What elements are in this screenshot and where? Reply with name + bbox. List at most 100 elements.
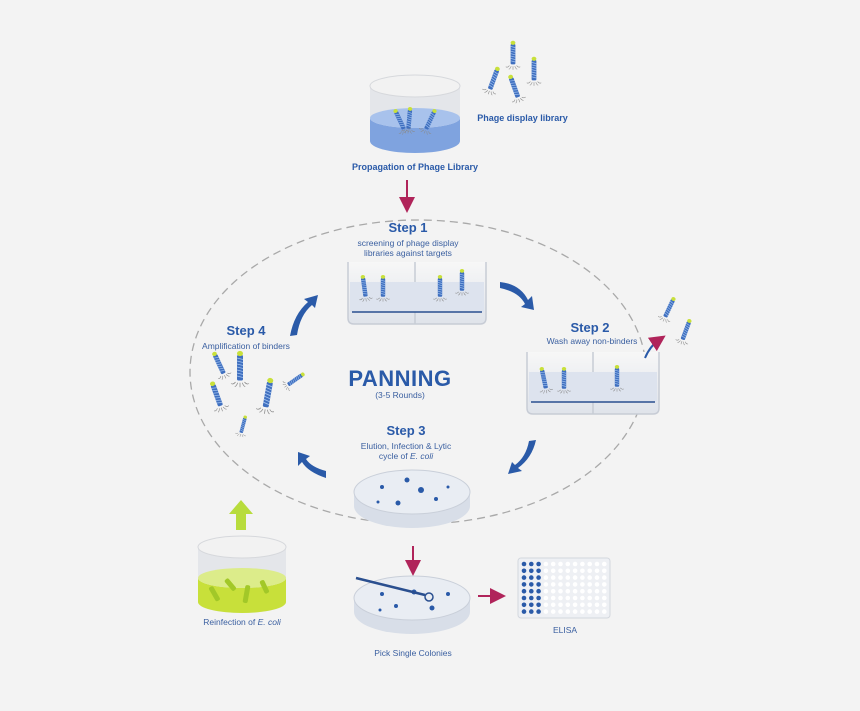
elisa-well xyxy=(550,602,556,608)
elisa-well xyxy=(580,595,585,601)
elisa-well xyxy=(543,568,549,574)
step3-desc-line1: Elution, Infection & Lytic xyxy=(360,441,452,451)
elisa-well xyxy=(565,561,571,567)
elisa-well xyxy=(572,609,578,614)
elisa-well xyxy=(594,595,600,601)
elisa-well xyxy=(536,575,541,580)
elisa-well xyxy=(529,602,534,608)
pick-petri-dish xyxy=(353,575,471,634)
propagation-label: Propagation of Phage Library xyxy=(351,162,479,172)
elisa-well xyxy=(543,588,549,594)
elisa-well xyxy=(536,588,541,594)
elisa-well xyxy=(521,602,527,608)
step3-desc-line2-italic: E. coli xyxy=(410,451,434,461)
elisa-well xyxy=(550,561,556,567)
elisa-well xyxy=(565,588,571,594)
elisa-well xyxy=(536,561,541,567)
elisa-well xyxy=(580,568,585,574)
elisa-well xyxy=(543,602,549,608)
elisa-well xyxy=(602,582,607,587)
elisa-well xyxy=(550,568,556,574)
elisa-well xyxy=(543,595,549,601)
green-up-arrow xyxy=(229,500,253,530)
elisa-well xyxy=(521,582,527,587)
elisa-label: ELISA xyxy=(552,625,578,635)
elisa-well xyxy=(594,568,600,574)
elisa-well xyxy=(594,588,600,594)
elisa-well xyxy=(565,575,571,580)
elisa-well xyxy=(521,575,527,580)
elisa-well xyxy=(529,575,534,580)
elisa-well xyxy=(580,582,585,587)
reinfection-cylinder xyxy=(197,535,287,613)
elisa-well xyxy=(602,595,607,601)
elisa-well xyxy=(558,588,563,594)
elisa-well xyxy=(521,609,527,614)
elisa-well xyxy=(521,568,527,574)
elisa-well xyxy=(565,568,571,574)
elisa-well xyxy=(587,602,592,608)
elisa-well xyxy=(594,575,600,580)
step3-desc-line2-prefix: cycle of xyxy=(378,451,411,461)
elisa-well xyxy=(602,609,607,614)
elisa-well xyxy=(550,595,556,601)
elisa-well xyxy=(543,582,549,587)
step4-phages xyxy=(204,348,308,439)
elisa-plate xyxy=(517,557,611,619)
elisa-well xyxy=(558,609,563,614)
elisa-well xyxy=(580,602,585,608)
step4-title: Step 4 xyxy=(226,323,266,338)
elisa-well xyxy=(558,602,563,608)
elisa-well xyxy=(536,602,541,608)
elisa-well xyxy=(572,588,578,594)
step3-title: Step 3 xyxy=(386,423,426,438)
elisa-well xyxy=(536,568,541,574)
pick-label: Pick Single Colonies xyxy=(374,648,452,658)
step4-desc: Amplification of binders xyxy=(202,341,290,351)
elisa-well xyxy=(558,595,563,601)
step3-petri-dish xyxy=(353,469,471,528)
elisa-well xyxy=(594,561,600,567)
elisa-well xyxy=(572,582,578,587)
elisa-well xyxy=(572,561,578,567)
elisa-well xyxy=(602,568,607,574)
step2-wells xyxy=(526,294,697,415)
elisa-well xyxy=(565,609,571,614)
elisa-well xyxy=(565,602,571,608)
step3-desc: Elution, Infection & Lytic cycle of E. c… xyxy=(350,441,462,461)
elisa-well xyxy=(536,595,541,601)
elisa-well xyxy=(558,568,563,574)
elisa-well xyxy=(550,575,556,580)
elisa-well xyxy=(565,582,571,587)
elisa-well xyxy=(587,609,592,614)
step3-desc-line2: cycle of E. coli xyxy=(350,451,462,461)
step1-desc: screening of phage display libraries aga… xyxy=(340,238,476,258)
elisa-well xyxy=(572,575,578,580)
library-phages xyxy=(481,40,542,106)
elisa-well xyxy=(529,561,534,567)
elisa-well xyxy=(529,588,534,594)
elisa-well xyxy=(550,609,556,614)
panning-subtitle: (3-5 Rounds) xyxy=(375,390,425,400)
elisa-well xyxy=(594,609,600,614)
reinfection-italic: E. coli xyxy=(257,617,281,627)
elisa-well xyxy=(543,561,549,567)
elisa-well xyxy=(580,575,585,580)
elisa-well xyxy=(572,568,578,574)
elisa-well xyxy=(550,588,556,594)
elisa-well xyxy=(529,582,534,587)
elisa-well xyxy=(572,602,578,608)
step1-wells xyxy=(347,262,487,325)
step1-title: Step 1 xyxy=(388,220,428,235)
elisa-well xyxy=(558,561,563,567)
elisa-well xyxy=(572,595,578,601)
step1-desc-line2: libraries against targets xyxy=(364,248,452,258)
elisa-well xyxy=(602,588,607,594)
elisa-well xyxy=(587,582,592,587)
elisa-well xyxy=(587,588,592,594)
elisa-well xyxy=(543,575,549,580)
elisa-well xyxy=(529,595,534,601)
elisa-well xyxy=(521,588,527,594)
